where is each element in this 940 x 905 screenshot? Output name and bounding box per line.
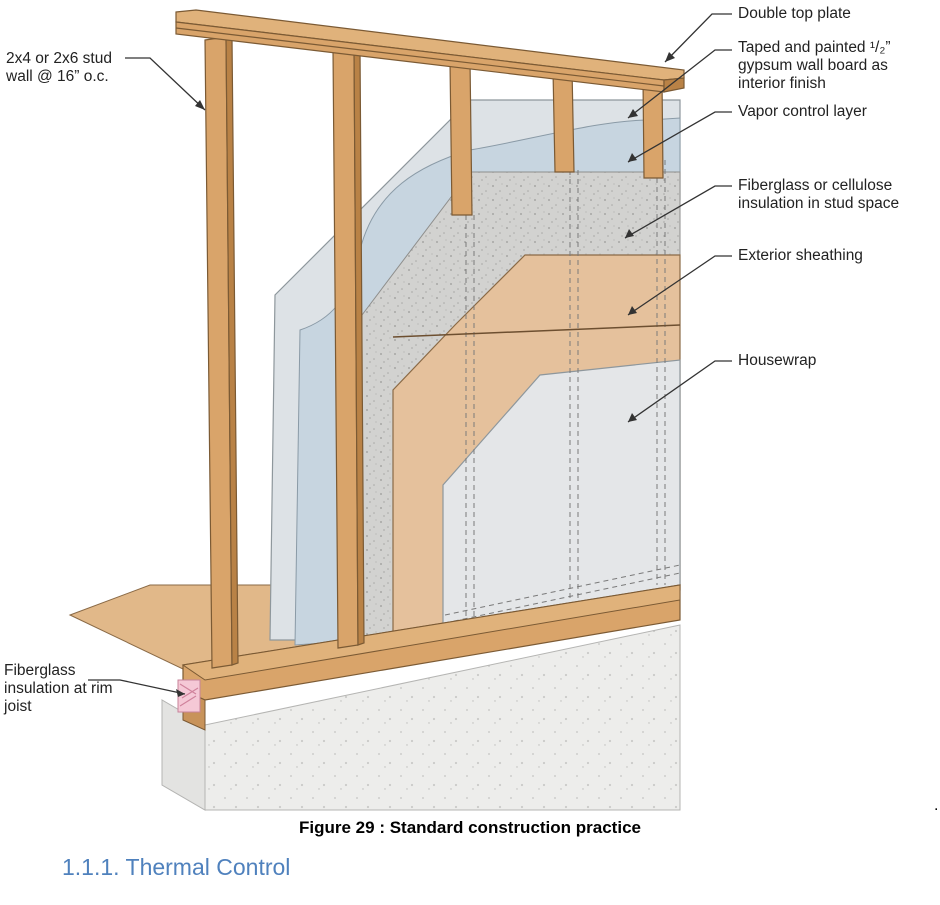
label-studs: 2x4 or 2x6 stud wall @ 16” o.c. bbox=[6, 50, 112, 85]
double-top-plate bbox=[175, 9, 685, 93]
label-gypsum-board: Taped and painted ¹/₂” gypsum wall board… bbox=[738, 39, 891, 92]
stray-period: . bbox=[934, 797, 939, 814]
rim-joist-insulation bbox=[177, 679, 201, 713]
label-double-top-plate: Double top plate bbox=[738, 5, 851, 22]
label-housewrap: Housewrap bbox=[738, 352, 817, 369]
section-heading: 1.1.1. Thermal Control bbox=[62, 854, 291, 880]
figure-caption: Figure 29 : Standard construction practi… bbox=[299, 818, 641, 837]
hidden-stud-lines bbox=[444, 160, 681, 625]
leader-lines bbox=[88, 13, 732, 695]
leader-arrowheads bbox=[176, 52, 675, 697]
label-insulation: Fiberglass or cellulose insulation in st… bbox=[738, 177, 900, 212]
label-rim-joist-insulation: Fiberglass insulation at rim joist bbox=[4, 662, 113, 715]
label-exterior-sheathing: Exterior sheathing bbox=[738, 247, 863, 264]
label-vapor-control: Vapor control layer bbox=[738, 103, 867, 120]
